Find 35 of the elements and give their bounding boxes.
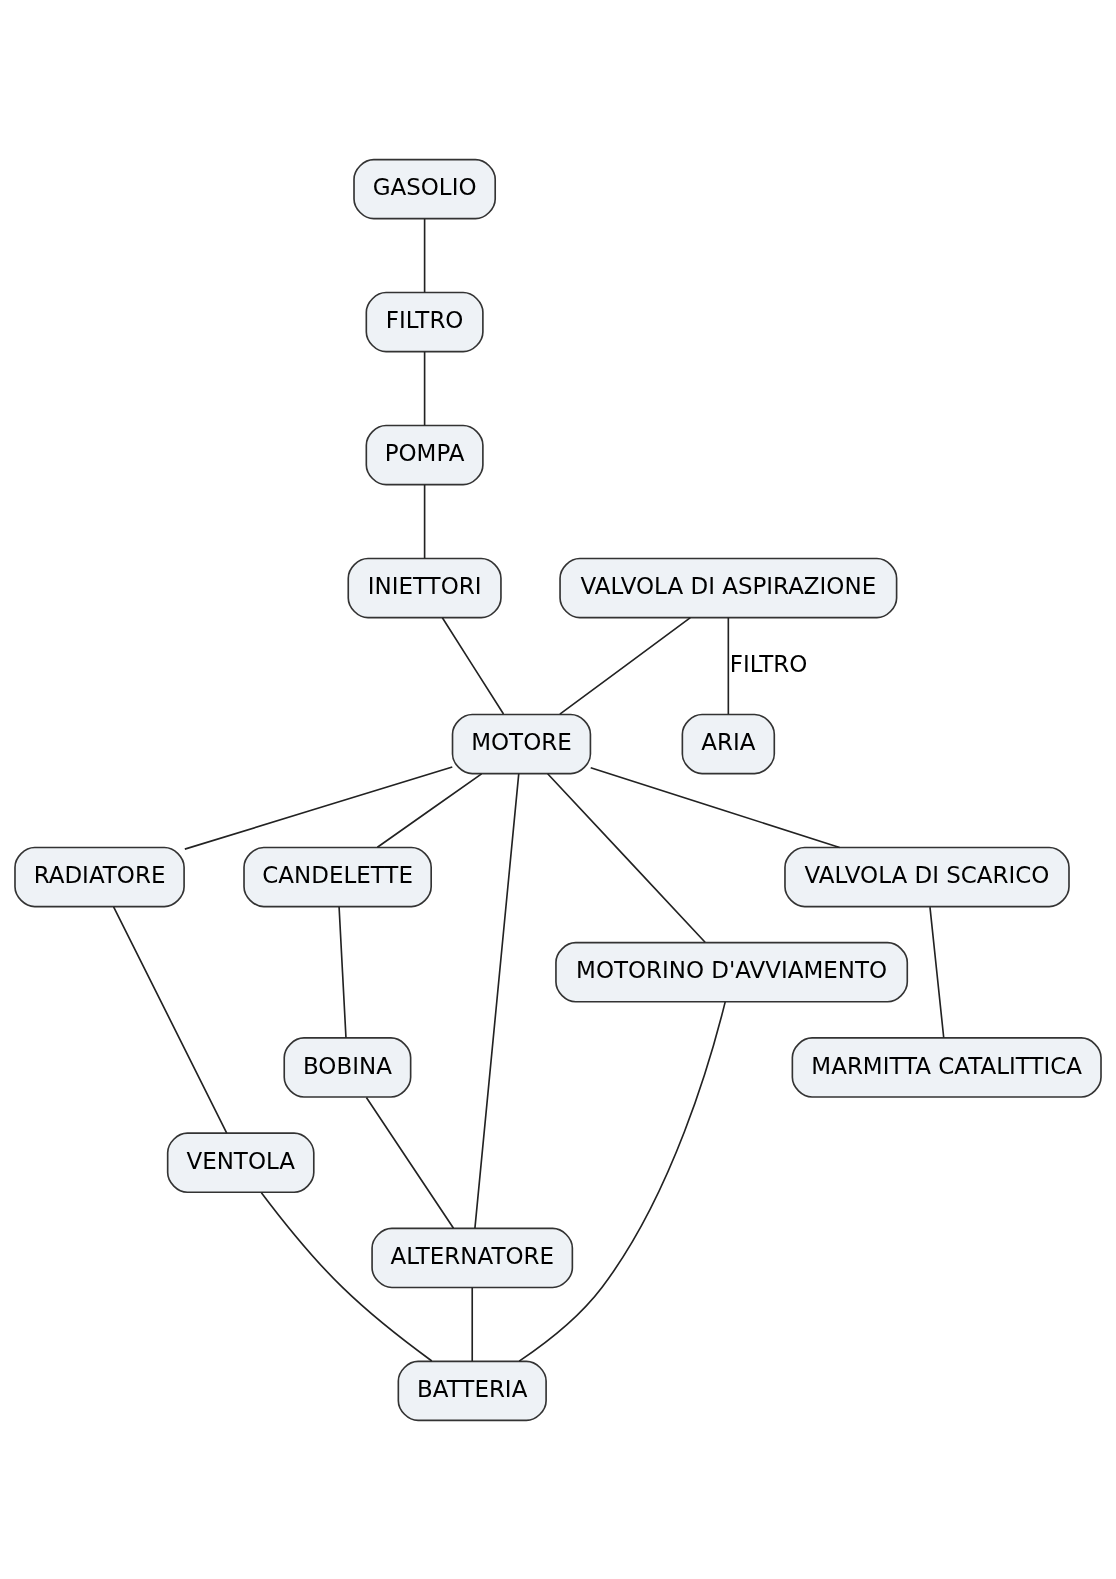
node-box: MOTORINO D'AVVIAMENTO (555, 941, 909, 1003)
connector (260, 1191, 433, 1362)
node-box: POMPA (365, 424, 484, 485)
node-box: BATTERIA (397, 1360, 547, 1421)
edge-label: FILTRO (729, 650, 808, 677)
node-box: INIETTORI (347, 557, 502, 618)
connector (184, 765, 454, 850)
node-box: MOTORE (451, 713, 592, 774)
connector (589, 766, 841, 848)
node-box: ARIA (681, 713, 776, 774)
connector (727, 616, 730, 715)
node-box: BOBINA (283, 1036, 412, 1098)
node-box: VENTOLA (166, 1131, 315, 1193)
connector (518, 1000, 727, 1362)
node-box: VALVOLA DI ASPIRAZIONE (559, 557, 898, 618)
connector (112, 905, 228, 1134)
node-box: GASOLIO (353, 158, 496, 219)
connector (365, 1096, 455, 1229)
connector (376, 772, 483, 848)
node-box: MARMITTA CATALITTICA (791, 1036, 1102, 1098)
connector (423, 350, 426, 426)
node-box: ALTERNATORE (371, 1227, 574, 1288)
node-box: RADIATORE (14, 846, 185, 907)
connector (423, 217, 426, 293)
connector (471, 1286, 474, 1362)
connector (423, 483, 426, 559)
connector (929, 905, 945, 1039)
connector (559, 616, 692, 715)
connector (474, 772, 520, 1229)
connector (441, 616, 505, 715)
node-box: VALVOLA DI SCARICO (784, 846, 1070, 907)
connector (338, 905, 347, 1039)
node-box: FILTRO (365, 291, 484, 352)
node-box: CANDELETTE (243, 846, 432, 907)
connector (546, 772, 706, 943)
